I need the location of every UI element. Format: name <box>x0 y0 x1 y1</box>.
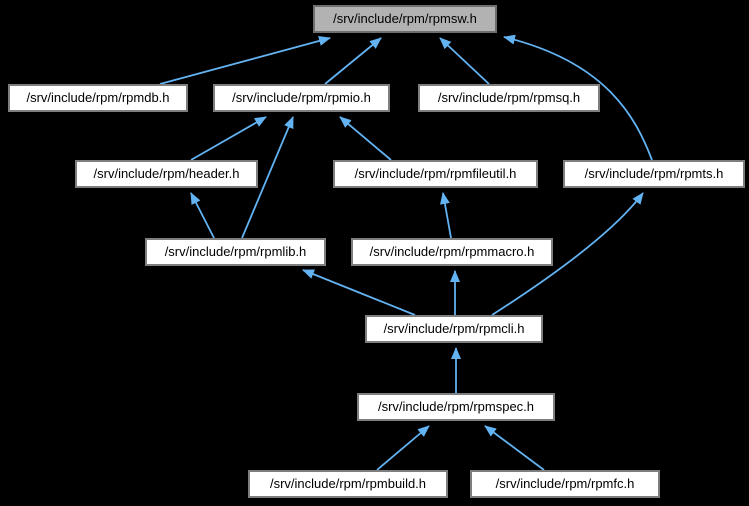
node-label: /srv/include/rpm/rpmmacro.h <box>369 244 535 259</box>
edge-header-rpmio <box>190 116 267 161</box>
node-label: /srv/include/rpm/rpmsw.h <box>333 11 477 26</box>
node-header-h[interactable]: /srv/include/rpm/header.h <box>75 160 258 188</box>
edge-rpmio-rpmsw <box>324 37 382 85</box>
edge-rpmsq-rpmsw <box>439 37 490 85</box>
edge-rpmcli-rpmlib <box>302 269 416 316</box>
node-rpmdb-h[interactable]: /srv/include/rpm/rpmdb.h <box>8 84 188 112</box>
node-rpmcli-h[interactable]: /srv/include/rpm/rpmcli.h <box>365 315 543 343</box>
node-rpmmacro-h[interactable]: /srv/include/rpm/rpmmacro.h <box>351 238 553 266</box>
node-label: /srv/include/rpm/rpmcli.h <box>383 321 525 336</box>
node-label: /srv/include/rpm/header.h <box>93 166 240 181</box>
edge-rpmdb-rpmsw <box>159 36 331 85</box>
node-rpmfileutil-h[interactable]: /srv/include/rpm/rpmfileutil.h <box>333 160 538 188</box>
node-rpmio-h[interactable]: /srv/include/rpm/rpmio.h <box>213 84 390 112</box>
edge-rpmmacro-rpmfileutil <box>440 192 452 239</box>
node-label: /srv/include/rpm/rpmts.h <box>584 166 724 181</box>
edge-rpmfileutil-rpmio <box>339 116 392 161</box>
node-rpmts-h[interactable]: /srv/include/rpm/rpmts.h <box>563 160 745 188</box>
edge-rpmbuild-rpmspec <box>376 425 430 471</box>
node-label: /srv/include/rpm/rpmsq.h <box>437 90 581 105</box>
node-label: /srv/include/rpm/rpmspec.h <box>377 399 535 414</box>
node-label: /srv/include/rpm/rpmlib.h <box>164 244 307 259</box>
edge-rpmlib-header <box>190 192 215 239</box>
node-rpmsw-h[interactable]: /srv/include/rpm/rpmsw.h <box>313 5 497 33</box>
node-rpmsq-h[interactable]: /srv/include/rpm/rpmsq.h <box>418 84 600 112</box>
node-rpmlib-h[interactable]: /srv/include/rpm/rpmlib.h <box>145 238 326 266</box>
node-rpmfc-h[interactable]: /srv/include/rpm/rpmfc.h <box>470 470 660 498</box>
node-label: /srv/include/rpm/rpmfileutil.h <box>354 166 517 181</box>
edge-rpmfc-rpmspec <box>484 425 545 471</box>
node-label: /srv/include/rpm/rpmfc.h <box>495 476 635 491</box>
node-rpmspec-h[interactable]: /srv/include/rpm/rpmspec.h <box>357 393 555 421</box>
node-label: /srv/include/rpm/rpmdb.h <box>26 90 170 105</box>
node-label: /srv/include/rpm/rpmbuild.h <box>269 476 427 491</box>
node-label: /srv/include/rpm/rpmio.h <box>232 90 371 105</box>
node-rpmbuild-h[interactable]: /srv/include/rpm/rpmbuild.h <box>248 470 448 498</box>
